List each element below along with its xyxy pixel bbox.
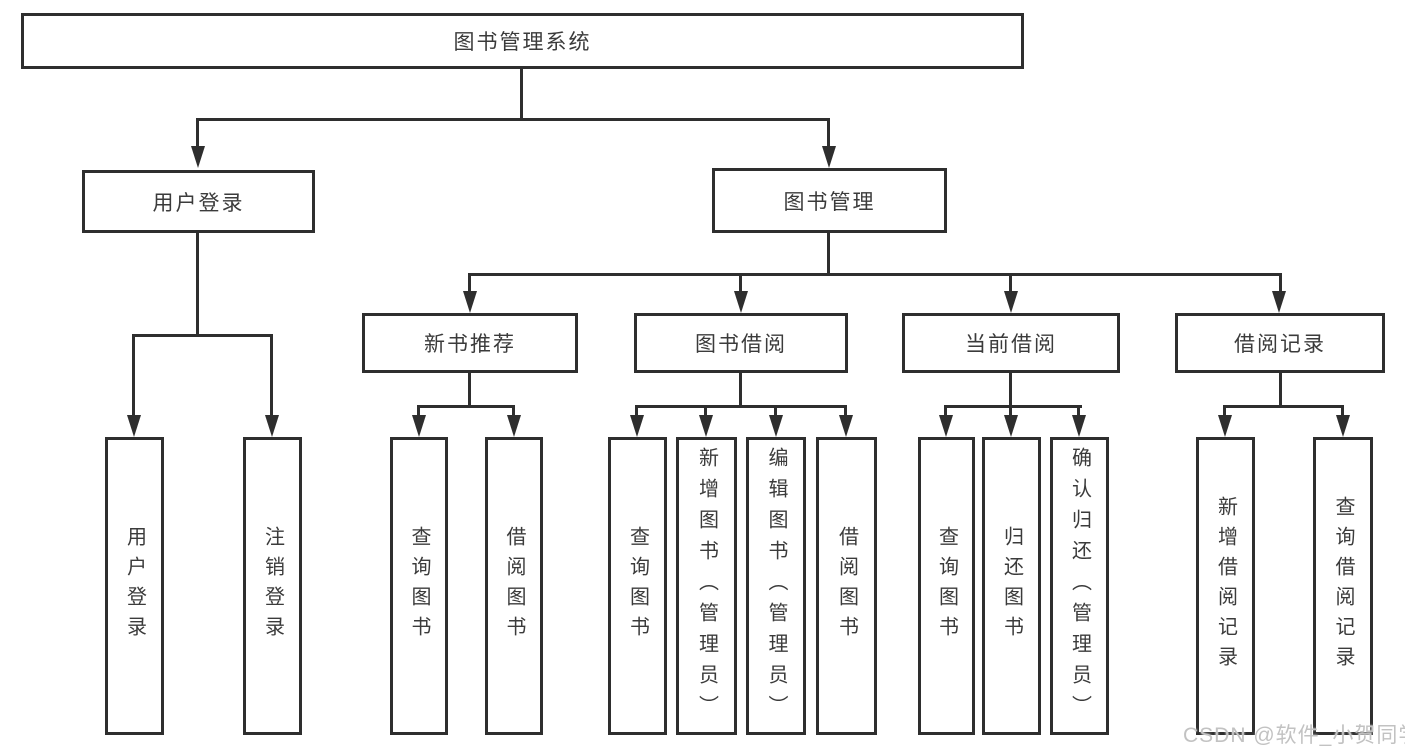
- arrow-down-icon: [463, 291, 477, 313]
- connector-hline: [1223, 405, 1344, 408]
- node-new-book-recommend: 新书推荐: [362, 313, 578, 373]
- connector-vline: [635, 405, 638, 419]
- connector-hline: [132, 334, 273, 337]
- connector-vline: [1009, 373, 1012, 408]
- connector-vline: [827, 233, 830, 276]
- leaf-logout-login: 注销登录: [243, 437, 302, 735]
- connector-vline: [739, 273, 742, 295]
- connector-vline: [468, 373, 471, 408]
- leaf-bb-edit-books-admin: 编辑图书（管理员）: [746, 437, 806, 735]
- connector-vline: [1279, 373, 1282, 408]
- watermark: CSDN @软件_小贺同学: [1183, 724, 1405, 747]
- connector-vline: [196, 118, 199, 151]
- leaf-br-add-borrow-record: 新增借阅记录: [1196, 437, 1255, 735]
- arrow-down-icon: [769, 415, 783, 437]
- node-book-borrow: 图书借阅: [634, 313, 848, 373]
- connector-vline: [417, 405, 420, 419]
- connector-vline: [512, 405, 515, 419]
- arrow-down-icon: [1072, 415, 1086, 437]
- arrow-down-icon: [1004, 291, 1018, 313]
- connector-vline: [1341, 405, 1344, 419]
- arrow-down-icon: [699, 415, 713, 437]
- arrow-down-icon: [1218, 415, 1232, 437]
- connector-vline: [944, 405, 947, 419]
- connector-vline: [827, 118, 830, 151]
- node-book-management: 图书管理: [712, 168, 947, 233]
- connector-vline: [132, 334, 135, 420]
- leaf-nbr-borrow-books: 借阅图书: [485, 437, 543, 735]
- arrow-down-icon: [412, 415, 426, 437]
- node-user-login: 用户登录: [82, 170, 315, 233]
- arrow-down-icon: [1336, 415, 1350, 437]
- connector-vline: [270, 334, 273, 420]
- leaf-user-login: 用户登录: [105, 437, 164, 735]
- leaf-bb-query-books: 查询图书: [608, 437, 667, 735]
- node-borrow-record: 借阅记录: [1175, 313, 1385, 373]
- arrow-down-icon: [191, 146, 205, 168]
- connector-hline: [468, 273, 1282, 276]
- arrow-down-icon: [939, 415, 953, 437]
- connector-vline: [1223, 405, 1226, 419]
- arrow-down-icon: [127, 415, 141, 437]
- connector-vline: [520, 69, 523, 121]
- arrow-down-icon: [822, 146, 836, 168]
- connector-hline: [635, 405, 847, 408]
- leaf-cb-return-books: 归还图书: [982, 437, 1041, 735]
- connector-vline: [196, 233, 199, 336]
- connector-hline: [196, 118, 830, 121]
- leaf-bb-add-books-admin: 新增图书（管理员）: [676, 437, 737, 735]
- leaf-bb-borrow-books: 借阅图书: [816, 437, 877, 735]
- arrow-down-icon: [1004, 415, 1018, 437]
- arrow-down-icon: [630, 415, 644, 437]
- connector-vline: [1077, 405, 1080, 419]
- leaf-nbr-query-books: 查询图书: [390, 437, 448, 735]
- arrow-down-icon: [1272, 291, 1286, 313]
- connector-vline: [1009, 273, 1012, 295]
- connector-vline: [704, 405, 707, 419]
- arrow-down-icon: [265, 415, 279, 437]
- leaf-cb-query-books: 查询图书: [918, 437, 975, 735]
- arrow-down-icon: [507, 415, 521, 437]
- connector-vline: [468, 273, 471, 295]
- connector-vline: [739, 373, 742, 408]
- connector-vline: [774, 405, 777, 419]
- arrow-down-icon: [839, 415, 853, 437]
- node-current-borrow: 当前借阅: [902, 313, 1120, 373]
- connector-vline: [1279, 273, 1282, 295]
- connector-vline: [1009, 405, 1012, 419]
- connector-hline: [417, 405, 515, 408]
- arrow-down-icon: [734, 291, 748, 313]
- connector-vline: [844, 405, 847, 419]
- node-root: 图书管理系统: [21, 13, 1024, 69]
- leaf-cb-confirm-return-admin: 确认归还（管理员）: [1050, 437, 1109, 735]
- connector-hline: [944, 405, 1082, 408]
- leaf-br-query-borrow-record: 查询借阅记录: [1313, 437, 1373, 735]
